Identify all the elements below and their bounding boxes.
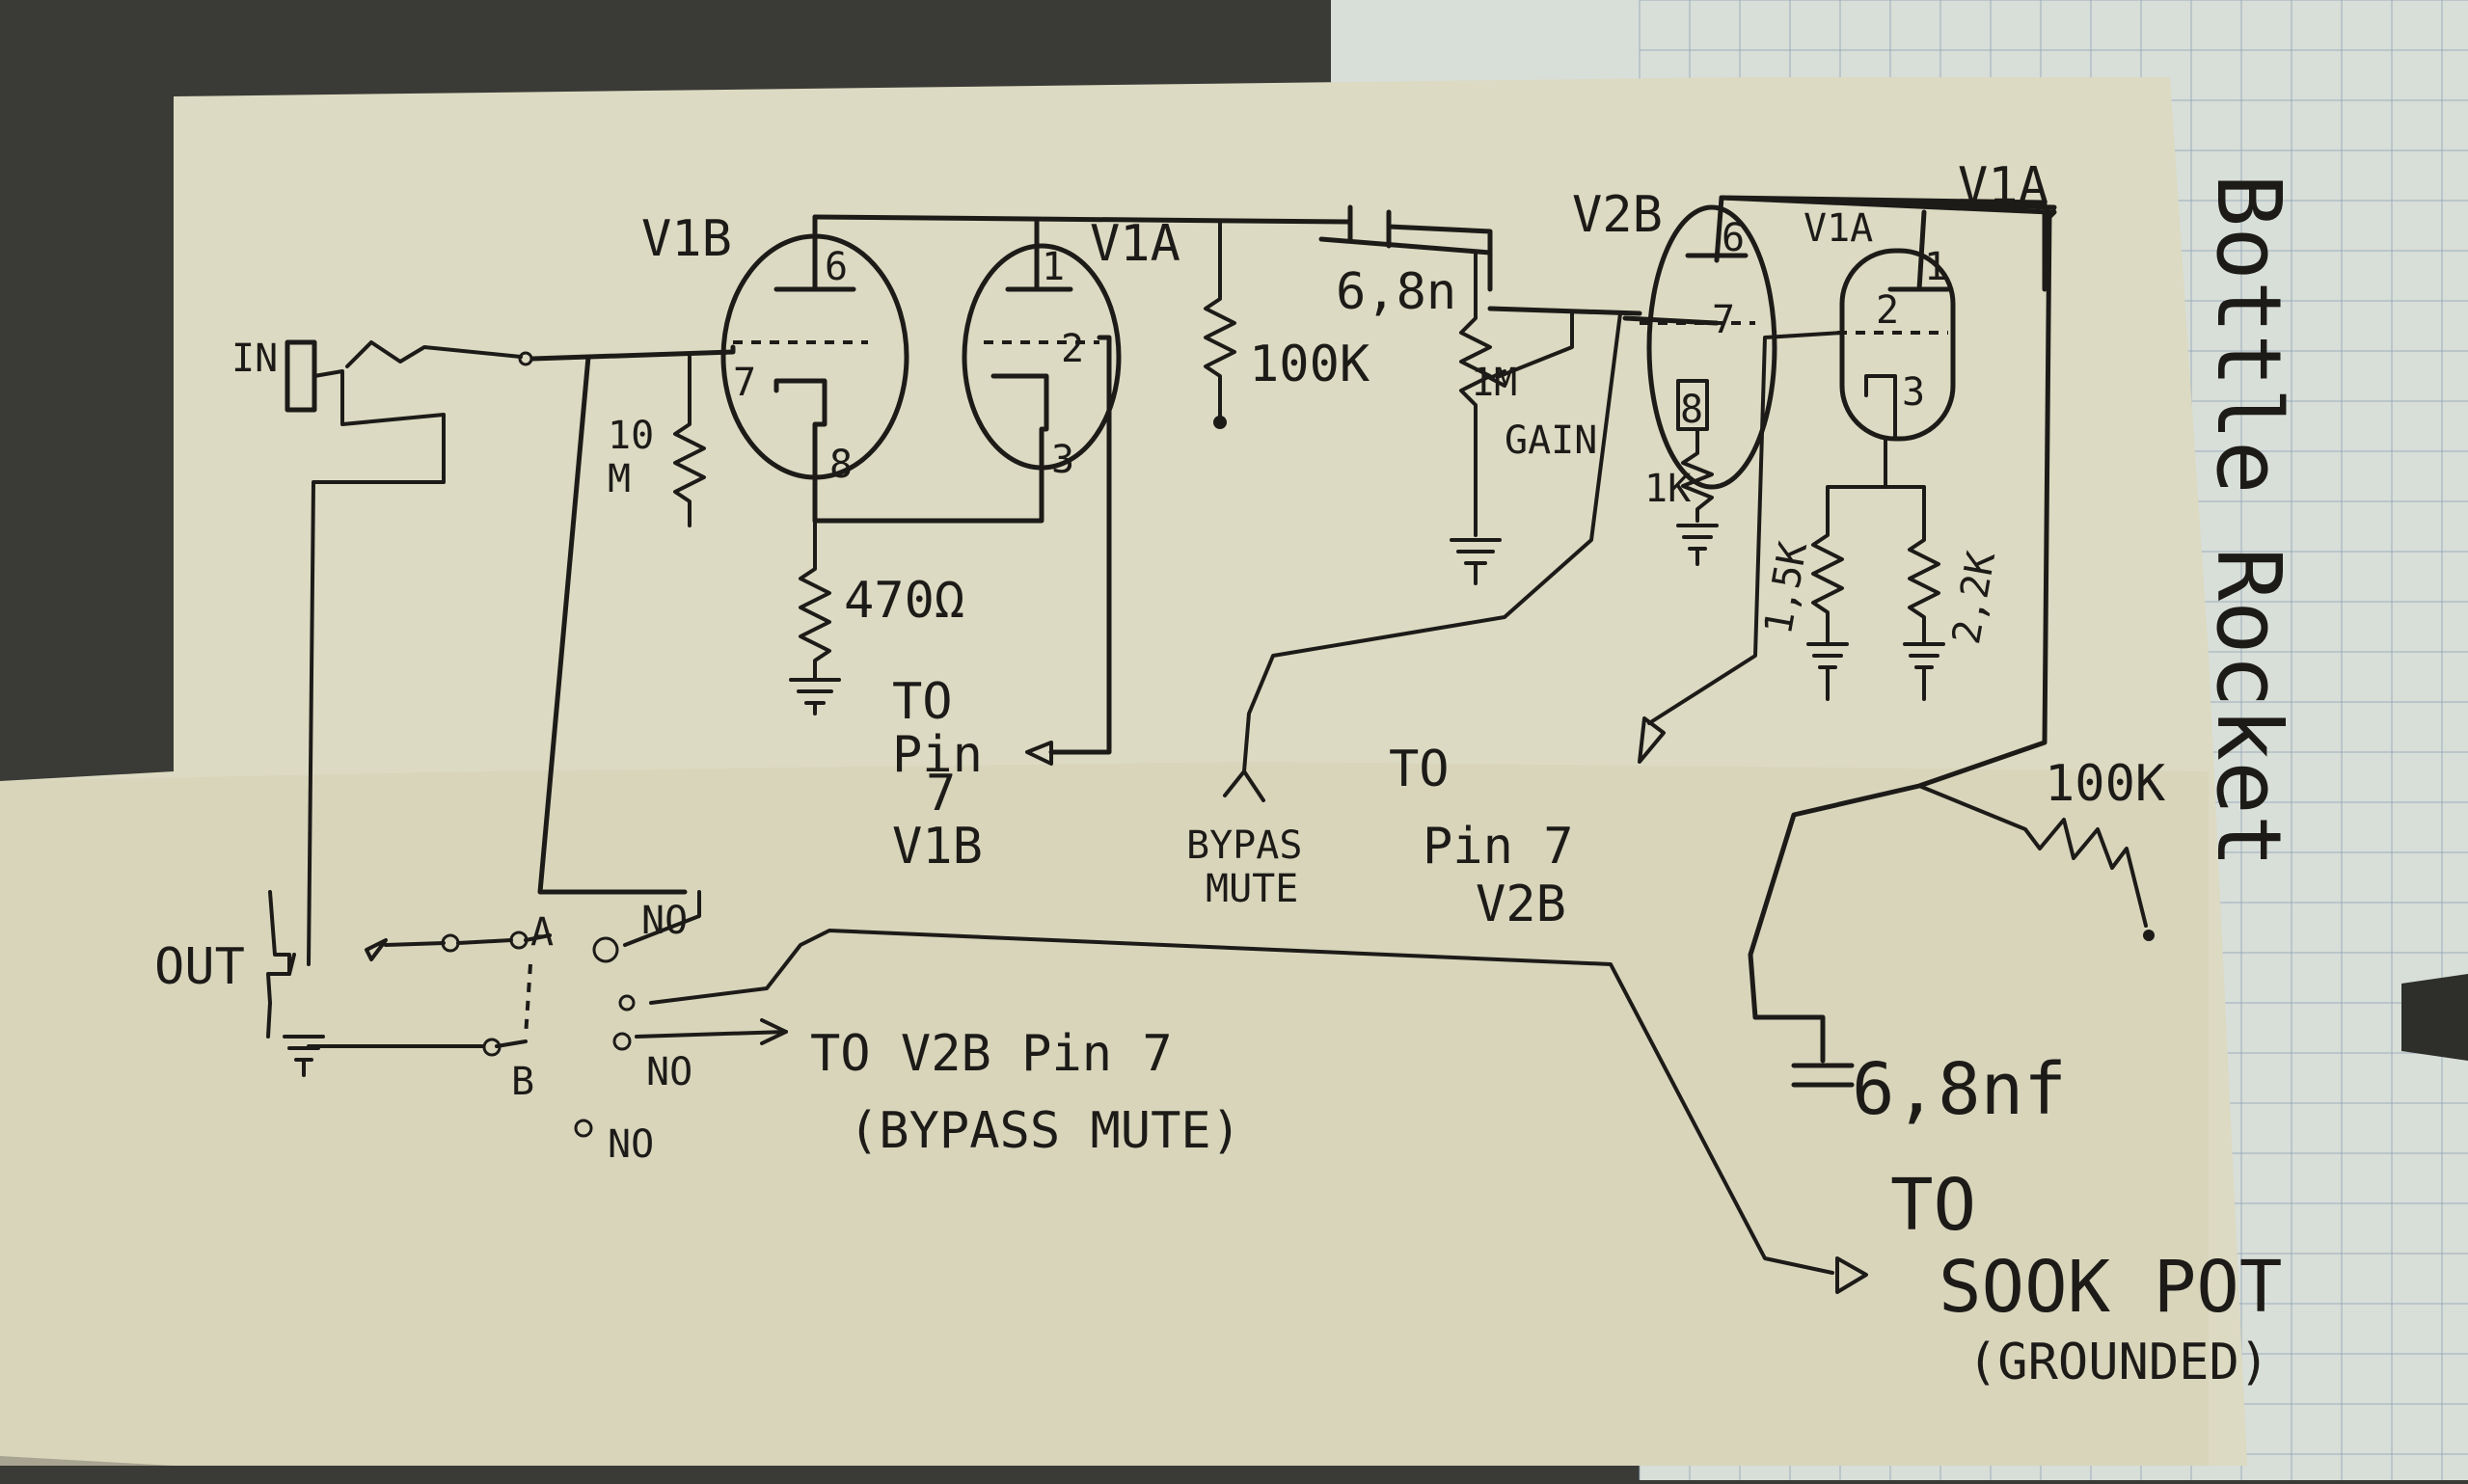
note-bypass-mute: BYPAS MUTE bbox=[1186, 823, 1302, 911]
schematic-drawing: 6,8n V1B 6 7 8 V1A 1 2 3 bbox=[154, 157, 2282, 1391]
resistor-470-label: 470Ω bbox=[844, 572, 964, 630]
tube-v1a-left-pin1: 1 bbox=[1042, 245, 1065, 289]
tube-v1a-left-name: V1A bbox=[1090, 215, 1180, 273]
svg-text:(GROUNDED): (GROUNDED) bbox=[1967, 1334, 2269, 1391]
paper-fold-lower bbox=[0, 762, 2209, 1466]
tube-v1b-pin8: 8 bbox=[829, 443, 853, 487]
tube-v2b: V2B 6 7 8 1K bbox=[1572, 186, 1777, 566]
svg-text:V2B: V2B bbox=[1476, 876, 1566, 933]
svg-text:MUTE: MUTE bbox=[1206, 867, 1298, 911]
note-to-pin7-v2b: TO Pin 7 V2B bbox=[1389, 741, 1574, 933]
sheet-title: Bottle Rocket bbox=[2197, 174, 2300, 868]
svg-text:SOOK POT: SOOK POT bbox=[1939, 1246, 2282, 1329]
note-to-v2b-pin7: TO V2B Pin 7 bbox=[810, 1025, 1173, 1083]
cathode-link bbox=[812, 499, 1044, 524]
bypass-mute-arrow bbox=[635, 1030, 788, 1039]
resistor-10m-label-a: 10 bbox=[608, 414, 654, 458]
output-capacitor: 6,8nf bbox=[1752, 1014, 2067, 1131]
switch-no-3: NO bbox=[608, 1122, 654, 1167]
tube-v2b-pin6: 6 bbox=[1722, 216, 1745, 260]
tube-v1a-right-top-label: V1A bbox=[1958, 157, 2048, 215]
input-jack: IN bbox=[231, 337, 523, 966]
tube-v1b-name: V1B bbox=[641, 210, 732, 268]
resistor-10m-label-b: M bbox=[608, 457, 631, 501]
gain-pot-value: 1M bbox=[1471, 361, 1517, 405]
switch-no-2: NO bbox=[646, 1050, 692, 1094]
output-jack: OUT bbox=[154, 890, 325, 1077]
tube-v1a-right-pin3: 3 bbox=[1902, 370, 1925, 415]
grid-arrow bbox=[1638, 716, 1666, 764]
gain-pot-name: GAIN bbox=[1505, 418, 1597, 463]
svg-text:TO: TO bbox=[1389, 741, 1450, 798]
pot-wiper-to-grid bbox=[1487, 306, 1642, 316]
resistor-100k-plate-label: 100K bbox=[1249, 336, 1370, 393]
output-rail bbox=[1748, 209, 2052, 1020]
input-jack-label: IN bbox=[231, 337, 278, 381]
arrow-to-pin7-v1b bbox=[1025, 741, 1053, 766]
v1a-right-grid-wire bbox=[1647, 331, 1844, 725]
tube-v1a-right-name: V1A bbox=[1804, 206, 1873, 251]
svg-text:V1B: V1B bbox=[892, 818, 983, 876]
svg-text:7: 7 bbox=[926, 765, 956, 823]
switch-feed-wire bbox=[537, 354, 688, 895]
plate-rail bbox=[1719, 195, 2052, 215]
b-plus-rail bbox=[812, 214, 1493, 292]
tube-v1a-right: V1A V1A 1 2 3 bbox=[1804, 157, 2048, 442]
tube-v1b: V1B 6 7 8 bbox=[641, 210, 909, 524]
tube-v2b-pin7: 7 bbox=[1712, 298, 1735, 342]
output-jack-label: OUT bbox=[154, 938, 245, 996]
resistor-470: 470Ω bbox=[789, 519, 964, 715]
resistor-100k-output: 100K bbox=[1917, 755, 2166, 941]
tube-v1b-pin7: 7 bbox=[733, 361, 756, 405]
coupling-capacitor: 6,8n bbox=[1318, 204, 1493, 321]
switch-pole-b: B bbox=[511, 1060, 534, 1104]
note-bypass-mute-paren: (BYPASS MUTE) bbox=[849, 1102, 1241, 1160]
resistor-100k-output-label: 100K bbox=[2045, 755, 2166, 813]
footswitch: A B NO NO NO bbox=[307, 890, 701, 1167]
sook-pot-wire bbox=[649, 929, 1834, 1275]
svg-text:TO: TO bbox=[892, 673, 953, 731]
resistor-100k-plate: 100K bbox=[1204, 220, 1370, 429]
tube-v1b-pin6: 6 bbox=[825, 245, 848, 289]
svg-text:Pin: Pin bbox=[892, 726, 983, 784]
svg-text:BYPAS: BYPAS bbox=[1186, 823, 1302, 868]
tube-v1a-left: V1A 1 2 3 bbox=[962, 215, 1180, 504]
resistor-1k-label: 1K bbox=[1644, 467, 1691, 511]
bypass-mute-wire bbox=[1223, 311, 1622, 802]
clip-shape bbox=[2401, 974, 2468, 1061]
coupling-cap-label: 6,8n bbox=[1336, 263, 1456, 321]
note-to-sook-pot: TO SOOK POT (GROUNDED) bbox=[1890, 1164, 2282, 1391]
v2b-grid-wire bbox=[1622, 315, 1720, 326]
tube-v2b-pin8: 8 bbox=[1680, 388, 1703, 432]
note-to-pin7-v1b: TO Pin 7 V1B bbox=[892, 673, 983, 876]
resistor-10m: 10 M bbox=[608, 355, 706, 527]
switch-no-1: NO bbox=[641, 899, 688, 943]
output-cap-label: 6,8nf bbox=[1852, 1048, 2067, 1131]
tube-v1a-left-pin2: 2 bbox=[1061, 327, 1084, 371]
tube-v1a-right-pin1: 1 bbox=[1924, 245, 1947, 289]
tube-v1a-left-pin3: 3 bbox=[1051, 438, 1074, 482]
sook-pot-arrowhead bbox=[1835, 1256, 1868, 1294]
feedback-line bbox=[1048, 335, 1112, 755]
tube-v1a-right-pin2: 2 bbox=[1876, 288, 1899, 333]
svg-text:Pin 7: Pin 7 bbox=[1423, 818, 1574, 876]
gain-pot: 1M GAIN bbox=[1450, 251, 1597, 585]
grid-feed bbox=[529, 344, 736, 362]
bypass-mute-arrowhead bbox=[760, 1018, 788, 1045]
tube-v2b-name: V2B bbox=[1572, 186, 1663, 244]
switch-pole-a: A bbox=[530, 910, 554, 955]
svg-text:TO: TO bbox=[1890, 1164, 1976, 1247]
